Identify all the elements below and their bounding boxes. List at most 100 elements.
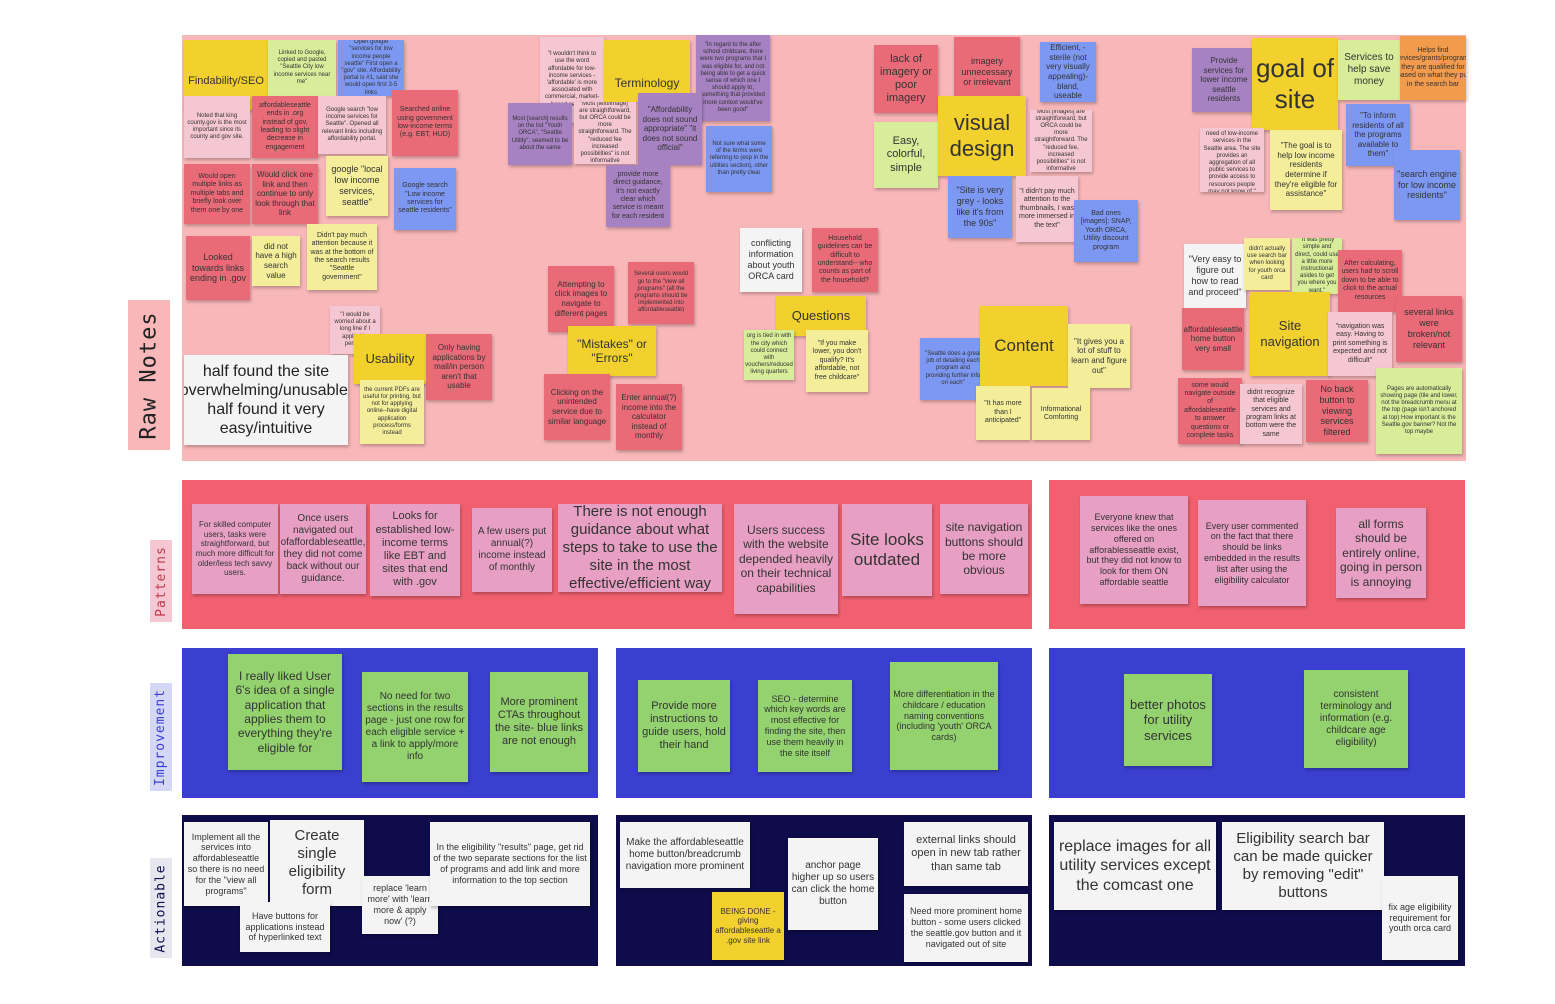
sticky-note[interactable]: There is not enough guidance about what … [558, 504, 722, 592]
sticky-note[interactable]: Several users would go to the "view all … [628, 262, 694, 324]
sticky-note[interactable]: Google search "low income services for S… [318, 96, 386, 154]
sticky-note[interactable]: consistent terminology and information (… [1304, 670, 1408, 768]
sticky-note[interactable]: Create single eligibility form [270, 820, 364, 906]
sticky-note[interactable]: affordableseattle ends in .org instead o… [252, 96, 318, 158]
sticky-note[interactable]: Provide more instructions to guide users… [638, 680, 730, 772]
sticky-note[interactable]: "It gives you a lot of stuff to learn an… [1068, 324, 1130, 388]
sticky-note[interactable]: Terminology [604, 40, 690, 102]
sticky-note[interactable]: "It has more than I anticipated" [976, 386, 1030, 440]
sticky-note[interactable]: Easy, colorful, simple [874, 122, 938, 188]
sticky-note[interactable]: half found the site overwhelming/unusabl… [184, 355, 348, 445]
sticky-note[interactable]: "Seattle does a great job of detailing e… [920, 338, 986, 400]
sticky-note[interactable]: Noted that king county.gov is the most i… [184, 96, 250, 158]
sticky-note[interactable]: Pages are automatically showing page (ti… [1376, 368, 1462, 454]
sticky-note[interactable]: all forms should be entirely online, goi… [1336, 508, 1426, 598]
sticky-note[interactable]: google "local low income services, seatt… [326, 156, 388, 216]
sticky-note[interactable]: Most [text/image] are straightforward, b… [574, 102, 636, 164]
sticky-note[interactable]: anchor page higher up so users can click… [788, 838, 878, 930]
sticky-note[interactable]: Not sure what some of the terms were ref… [706, 126, 772, 192]
sticky-note[interactable]: Helps find services/grants/programs they… [1400, 36, 1466, 100]
sticky-note[interactable]: Looked towards links ending in .gov [186, 236, 250, 300]
sticky-note[interactable]: didnt recognize that eligible services a… [1240, 384, 1302, 444]
sticky-note[interactable]: Would click one link and then continue t… [252, 164, 318, 224]
sticky-note[interactable]: Site looks outdated [842, 504, 932, 596]
sticky-note[interactable]: did not have a high search value [252, 236, 300, 286]
sticky-note[interactable]: external links should open in new tab ra… [904, 822, 1028, 886]
sticky-note[interactable]: Make the affordableseattle home button/b… [620, 822, 750, 888]
sticky-note[interactable]: replace 'learn more' with 'learn more & … [362, 876, 438, 934]
sticky-note[interactable]: Content [980, 306, 1068, 386]
sticky-note[interactable]: Clicking on the unintended service due t… [544, 374, 610, 440]
sticky-note[interactable]: org is tied in with the city which could… [744, 330, 794, 380]
sticky-note[interactable]: Searched online using government low-inc… [392, 90, 458, 156]
sticky-note[interactable]: Implement all the services into affordab… [184, 822, 268, 906]
sticky-note[interactable]: Every user commented on the fact that th… [1198, 500, 1306, 606]
sticky-note[interactable]: Informational Comforting [1032, 388, 1090, 440]
sticky-note[interactable]: better photos for utility services [1124, 674, 1212, 766]
sticky-note[interactable]: "The goal is to help low income resident… [1270, 130, 1342, 210]
sticky-note[interactable]: No need for two sections in the results … [362, 672, 468, 782]
sticky-note[interactable]: imagery unnecessary or irrelevant [954, 37, 1020, 107]
sticky-note[interactable]: Looks for established low-income terms l… [370, 504, 460, 596]
sticky-note[interactable]: replace images for all utility services … [1054, 822, 1216, 910]
sticky-note[interactable]: the current PDFs are useful for printing… [360, 380, 424, 444]
sticky-note[interactable]: Only having applications by mail/in pers… [426, 334, 492, 400]
sticky-note[interactable]: Google search "Low income services for s… [394, 168, 456, 230]
sticky-note[interactable]: "To inform those in need of low-income s… [1200, 128, 1264, 192]
sticky-note[interactable]: Most [images] are straightforward, but O… [1030, 110, 1092, 172]
sticky-note[interactable]: some would navigate outside of affordabl… [1178, 378, 1242, 444]
sticky-note[interactable]: After calculating, users had to scroll d… [1338, 250, 1402, 312]
sticky-note[interactable]: affordableseattle home button very small [1182, 308, 1244, 370]
sticky-note[interactable]: Once users navigated out ofaffordablesea… [280, 504, 366, 594]
sticky-note[interactable]: Provide services for lower income seattl… [1192, 48, 1256, 112]
sticky-note[interactable]: Usability [354, 334, 426, 384]
sticky-note[interactable]: I really liked User 6's idea of a single… [228, 654, 342, 770]
sticky-note[interactable]: Linked to Google, copied and pasted "Sea… [268, 40, 336, 96]
sticky-note[interactable]: Eligibility search bar can be made quick… [1222, 822, 1384, 910]
sticky-note[interactable]: "In regard to the after school childcare… [696, 35, 770, 121]
sticky-note[interactable]: several links were broken/not relevant [1396, 296, 1462, 362]
sticky-note[interactable]: In the eligibility "results" page, get r… [430, 822, 590, 906]
sticky-note[interactable]: "It was pretty simple and direct, could … [1292, 238, 1342, 294]
sticky-note[interactable]: visual design [938, 96, 1026, 176]
sticky-note[interactable]: conflicting information about youth ORCA… [740, 228, 802, 292]
sticky-note[interactable]: Would open multiple links as multiple ta… [184, 164, 250, 224]
sticky-note[interactable]: Open google "services for low income peo… [338, 40, 404, 96]
sticky-note[interactable]: SEO - determine which key words are most… [758, 680, 852, 772]
sticky-note[interactable]: "Mistakes" or "Errors" [568, 326, 656, 376]
sticky-note[interactable]: Questions [776, 296, 866, 336]
sticky-note[interactable]: "I didn't pay much attention to the thum… [1016, 176, 1078, 242]
sticky-note[interactable]: "Affordability does not sound appropriat… [638, 93, 702, 165]
sticky-note[interactable]: A few users put annual(?) income instead… [472, 508, 552, 592]
sticky-note[interactable]: "search engine for low income residents" [1394, 150, 1460, 220]
sticky-note[interactable]: Need more prominent home button - some u… [904, 894, 1028, 962]
sticky-note[interactable]: Household guidelines can be difficult to… [812, 228, 878, 292]
sticky-note[interactable]: Attempting to click images to navigate t… [548, 266, 614, 332]
sticky-note[interactable]: "Very easy to figure out how to read and… [1184, 244, 1246, 308]
sticky-note[interactable]: For skilled computer users, tasks were s… [192, 504, 278, 594]
sticky-note[interactable]: Efficient, - sterile (not very visually … [1040, 42, 1096, 102]
sticky-note[interactable]: didn't actually use search bar when look… [1244, 238, 1290, 290]
sticky-note[interactable]: fix age eligibility requirement for yout… [1382, 876, 1458, 960]
sticky-note[interactable]: Site navigation [1250, 292, 1330, 376]
sticky-note[interactable]: site navigation buttons should be more o… [940, 504, 1028, 594]
sticky-note[interactable]: More differentiation in the childcare / … [890, 662, 998, 770]
sticky-note[interactable]: Have buttons for applications instead of… [240, 902, 330, 952]
sticky-note[interactable]: lack of imagery or poor imagery [874, 45, 938, 113]
sticky-note[interactable]: Services to help save money [1338, 40, 1400, 100]
sticky-note[interactable]: "To inform residents of all the programs… [1346, 104, 1410, 166]
sticky-note[interactable]: "Site is very grey - looks like it's fro… [948, 176, 1012, 238]
sticky-note[interactable]: Bad ones [images]: SNAP, Youth ORCA, Uti… [1074, 200, 1138, 262]
sticky-note[interactable]: More prominent CTAs throughout the site-… [490, 672, 588, 772]
sticky-note[interactable]: No back button to viewing services filte… [1306, 380, 1368, 442]
sticky-note[interactable]: BEING DONE - giving affordableseattle a … [712, 892, 784, 960]
sticky-note[interactable]: "If you make lower, you don't qualify? I… [806, 330, 868, 392]
sticky-note[interactable]: Users success with the website depended … [734, 504, 838, 614]
sticky-note[interactable]: Everyone knew that services like the one… [1080, 496, 1188, 604]
sticky-note[interactable]: Most [search] results on the list "Youth… [508, 103, 572, 165]
sticky-note[interactable]: goal of site [1252, 38, 1338, 130]
sticky-note[interactable]: Didn't pay much attention because it was… [307, 224, 377, 290]
sticky-note[interactable]: provide more direct guidance, it's not e… [606, 165, 670, 227]
sticky-note[interactable]: "navigation was easy. Having to print so… [1328, 312, 1392, 376]
sticky-note[interactable]: Enter annual(?) income into the calculat… [616, 384, 682, 450]
